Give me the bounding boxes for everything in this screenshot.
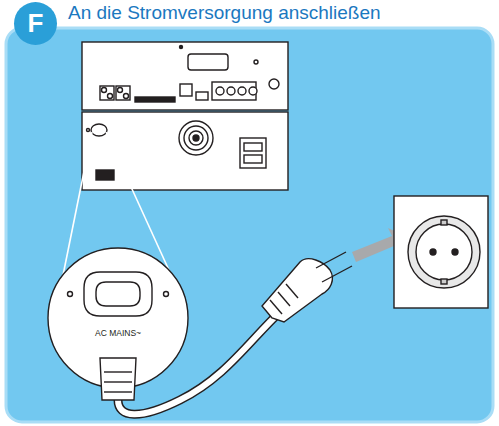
- socket-label: AC MAINS~: [95, 328, 141, 338]
- step-title: An die Stromversorgung anschließen: [68, 2, 381, 24]
- step-badge: F: [14, 2, 57, 45]
- step-letter: F: [28, 8, 44, 39]
